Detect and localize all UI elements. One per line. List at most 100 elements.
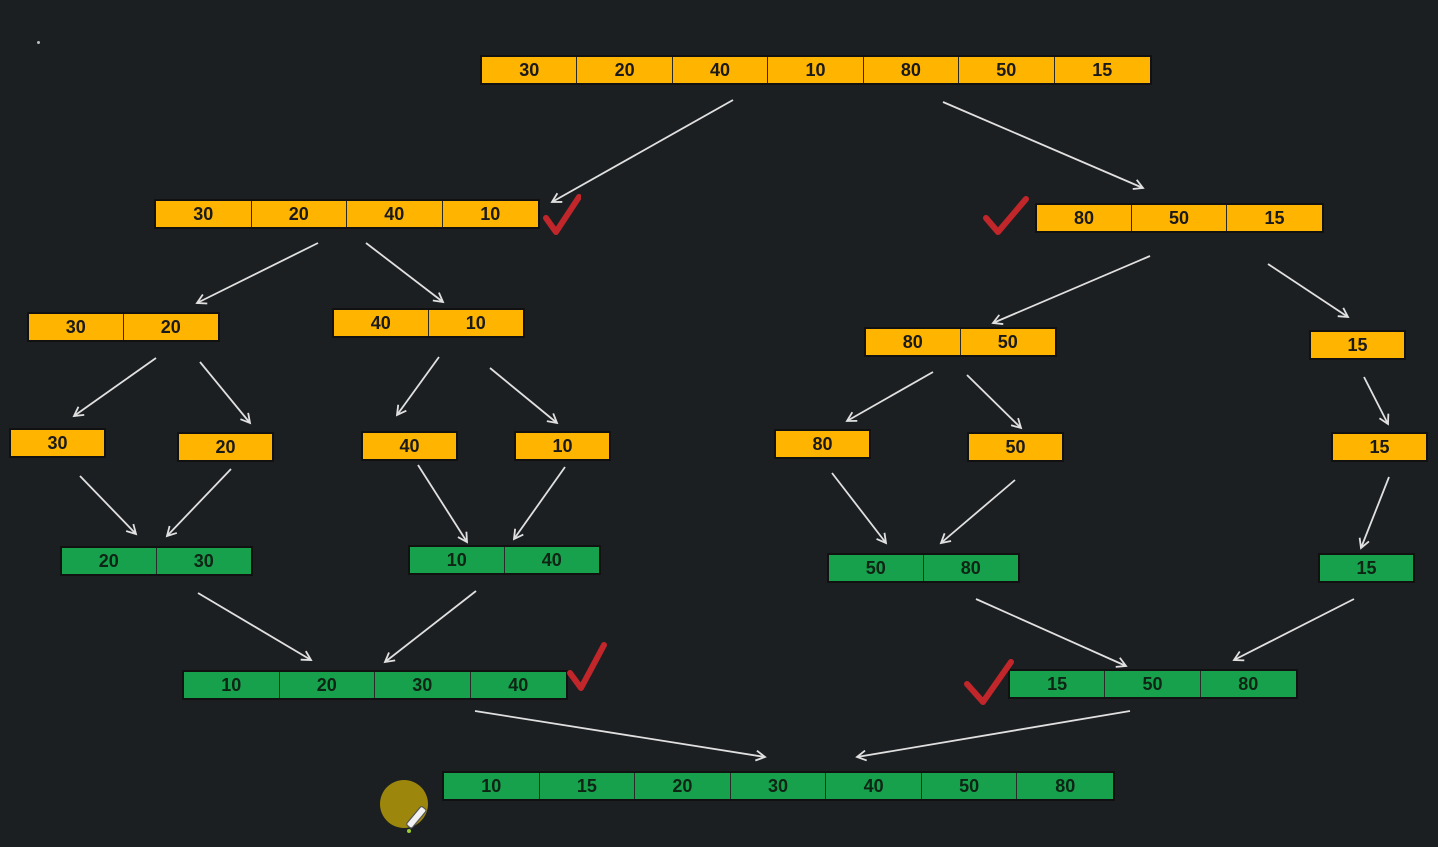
arrow	[512, 466, 566, 541]
array-cell: 10	[184, 672, 280, 698]
merged-array: 15	[1318, 553, 1415, 583]
array-cell: 10	[428, 310, 523, 336]
array-cell: 15	[1333, 434, 1426, 460]
array-cell: 20	[179, 434, 272, 460]
single-element: 80	[774, 429, 871, 459]
arrow	[855, 710, 1131, 762]
array-cell: 50	[921, 773, 1018, 799]
check-mark-icon	[983, 196, 1029, 235]
array-cell: 10	[410, 547, 505, 573]
array-cell: 15	[1320, 555, 1413, 581]
arrow	[195, 242, 319, 305]
array-cell: 40	[363, 433, 456, 459]
array-cell: 10	[444, 773, 540, 799]
arrow	[845, 371, 934, 422]
array-cell: 50	[959, 57, 1055, 83]
array-cell: 20	[635, 773, 731, 799]
arrow	[417, 464, 468, 544]
array-cell: 30	[29, 314, 124, 340]
array-cell: 50	[829, 555, 924, 581]
stray-dot	[37, 41, 40, 44]
split-array: 15	[1309, 330, 1406, 360]
array-cell: 30	[11, 430, 104, 456]
arrow	[79, 475, 138, 536]
array-cell: 80	[1037, 205, 1132, 231]
arrow	[72, 357, 157, 418]
array-cell: 80	[776, 431, 869, 457]
arrow	[942, 101, 1145, 190]
array-cell: 40	[826, 773, 922, 799]
array-cell: 50	[969, 434, 1062, 460]
arrow	[939, 479, 1016, 545]
arrow	[395, 356, 440, 417]
array-cell: 40	[470, 672, 566, 698]
array-cell: 40	[347, 201, 443, 227]
arrow	[489, 367, 559, 425]
array-cell: 20	[251, 201, 347, 227]
array-cell: 15	[539, 773, 636, 799]
arrow	[474, 710, 767, 762]
array-cell: 30	[156, 548, 251, 574]
array-cell: 10	[516, 433, 609, 459]
array-cell: 80	[1017, 773, 1114, 799]
array-cell: 20	[62, 548, 157, 574]
array-cell: 80	[923, 555, 1018, 581]
array-cell: 30	[156, 201, 252, 227]
pen-cursor-icon	[380, 780, 428, 833]
array-cell: 15	[1054, 57, 1150, 83]
arrow	[966, 374, 1023, 430]
arrow	[165, 468, 232, 538]
array-cell: 15	[1227, 205, 1322, 231]
single-element: 30	[9, 428, 106, 458]
array-cell: 40	[504, 547, 599, 573]
arrow	[199, 361, 252, 425]
array-cell: 20	[279, 672, 375, 698]
array-cell: 30	[730, 773, 827, 799]
array-cell: 15	[1010, 671, 1106, 697]
array-cell: 80	[866, 329, 961, 355]
array-cell: 15	[1311, 332, 1404, 358]
check-mark-icon	[543, 194, 581, 235]
array-cell: 40	[334, 310, 429, 336]
array-cell: 10	[768, 57, 864, 83]
arrow	[1232, 598, 1355, 662]
arrow	[1363, 376, 1390, 426]
check-mark-icon	[567, 642, 607, 691]
single-element: 20	[177, 432, 274, 462]
array-cell: 30	[482, 57, 578, 83]
array-cell: 50	[1105, 671, 1201, 697]
array-cell: 50	[1132, 205, 1227, 231]
arrow	[831, 472, 888, 545]
check-mark-icon	[964, 659, 1014, 705]
array-cell: 80	[863, 57, 960, 83]
single-element: 40	[361, 431, 458, 461]
arrow	[197, 592, 313, 661]
single-element: 10	[514, 431, 611, 461]
arrow	[550, 99, 734, 203]
array-cell: 20	[123, 314, 218, 340]
arrow	[1358, 476, 1390, 550]
array-cell: 30	[375, 672, 471, 698]
single-element: 15	[1331, 432, 1428, 462]
array-cell: 40	[672, 57, 769, 83]
array-cell: 80	[1200, 671, 1296, 697]
array-cell: 20	[577, 57, 673, 83]
single-element: 50	[967, 432, 1064, 462]
array-cell: 10	[442, 201, 538, 227]
arrow	[383, 590, 477, 664]
arrow	[1267, 263, 1350, 319]
